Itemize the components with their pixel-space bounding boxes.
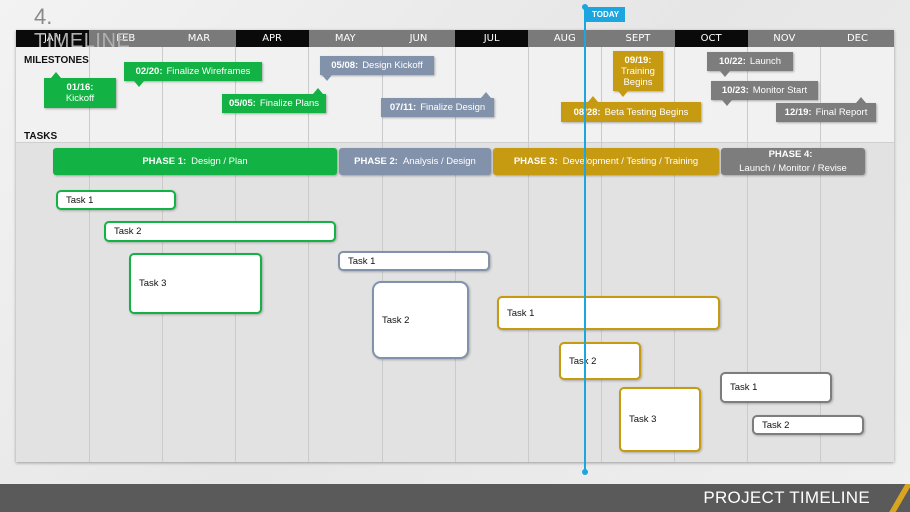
milestone-text: Final Report	[815, 107, 868, 118]
footer-title: PROJECT TIMELINE	[703, 488, 870, 507]
tasks-label: TASKS	[24, 131, 58, 142]
milestone-monitor-start: 10/23: Monitor Start	[711, 81, 818, 100]
footer-accent-stripe	[888, 484, 910, 512]
phase-2-bar: PHASE 2: Analysis / Design	[339, 148, 491, 175]
milestone-date: 12/19:	[784, 107, 812, 118]
milestone-pointer	[722, 100, 732, 106]
milestone-text: Monitor Start	[752, 85, 808, 96]
phase-label: PHASE 1:	[142, 156, 187, 167]
milestone-pointer	[322, 75, 332, 81]
month-jul: JUL	[455, 30, 529, 47]
milestone-text: Training Begins	[621, 65, 655, 88]
grid-line	[528, 47, 529, 462]
phase-4-task-1[interactable]: Task 1	[720, 372, 832, 403]
milestone-date: 07/11:	[389, 102, 417, 113]
milestone-text: Launch	[749, 56, 782, 67]
phase-3-task-2[interactable]: Task 2	[559, 342, 641, 380]
month-sept: SEPT	[601, 30, 675, 47]
month-nov: NOV	[747, 30, 821, 47]
milestone-text: Beta Testing Begins	[604, 106, 689, 118]
today-bottom-dot	[582, 469, 588, 475]
milestone-date: 10/22:	[718, 56, 746, 67]
month-oct: OCT	[674, 30, 748, 47]
phase-2-task-2[interactable]: Task 2	[372, 281, 469, 359]
milestone-text: Design Kickoff	[362, 60, 423, 71]
phase-3-task-3[interactable]: Task 3	[619, 387, 701, 452]
phase-4-task-2[interactable]: Task 2	[752, 415, 864, 435]
phase-label: PHASE 4:	[768, 149, 813, 161]
grid-line	[747, 47, 748, 462]
milestone-text: Finalize Design	[420, 102, 486, 113]
milestone-date: 05/05:	[228, 98, 256, 109]
month-aug: AUG	[528, 30, 602, 47]
milestone-pointer	[313, 88, 323, 94]
phase-3-task-1[interactable]: Task 1	[497, 296, 720, 330]
month-feb: FEB	[89, 30, 163, 47]
milestone-text: Finalize Wireframes	[166, 66, 251, 77]
phase-2-task-1[interactable]: Task 1	[338, 251, 490, 271]
slide-title: TIMELINE	[34, 30, 131, 52]
today-line	[584, 8, 586, 472]
milestone-beta-testing: 08/28: Beta Testing Begins	[561, 102, 701, 122]
footer-bar: PROJECT TIMELINE	[0, 484, 910, 512]
month-may: MAY	[308, 30, 382, 47]
phase-text: Launch / Monitor / Revise	[739, 162, 847, 174]
phase-text: Analysis / Design	[402, 156, 476, 167]
milestone-date: 09/19:	[624, 54, 652, 66]
timeline-board: JAN FEB MAR APR MAY JUN JUL AUG SEPT OCT…	[16, 30, 895, 462]
milestone-date: 02/20:	[135, 66, 163, 77]
milestone-pointer	[481, 92, 491, 98]
milestone-pointer	[51, 72, 61, 78]
milestone-finalize-plans: 05/05: Finalize Plans	[222, 94, 326, 113]
phase-1-task-1[interactable]: Task 1	[56, 190, 176, 210]
today-top-dot	[582, 4, 588, 10]
milestone-final-report: 12/19: Final Report	[776, 103, 876, 122]
phase-3-bar: PHASE 3: Development / Testing / Trainin…	[493, 148, 719, 175]
milestone-text: Kickoff	[65, 93, 95, 104]
milestones-label: MILESTONES	[24, 55, 89, 66]
grid-line	[89, 47, 90, 462]
phase-label: PHASE 3:	[513, 156, 558, 167]
grid-line	[308, 47, 309, 462]
milestone-date: 08/28:	[573, 106, 601, 118]
phase-4-bar: PHASE 4: Launch / Monitor / Revise	[721, 148, 865, 175]
milestone-date: 01/16:	[66, 82, 94, 93]
phase-label: PHASE 2:	[354, 156, 398, 167]
milestone-date: 05/08:	[331, 60, 359, 71]
milestone-finalize-wireframes: 02/20: Finalize Wireframes	[124, 62, 262, 81]
milestone-finalize-design: 07/11: Finalize Design	[381, 98, 494, 117]
month-jun: JUN	[381, 30, 456, 47]
milestone-pointer	[856, 97, 866, 103]
milestone-design-kickoff: 05/08: Design Kickoff	[320, 56, 434, 75]
milestone-pointer	[134, 81, 144, 87]
month-header: JAN FEB MAR APR MAY JUN JUL AUG SEPT OCT…	[16, 30, 895, 47]
phase-1-task-2[interactable]: Task 2	[104, 221, 336, 242]
phase-1-task-3[interactable]: Task 3	[129, 253, 262, 314]
milestone-training: 09/19: Training Begins	[613, 51, 663, 91]
phase-1-bar: PHASE 1: Design / Plan	[53, 148, 337, 175]
milestone-pointer	[720, 71, 730, 77]
today-flag: TODAY	[586, 7, 626, 22]
slide-number: 4.	[34, 4, 53, 29]
month-mar: MAR	[162, 30, 236, 47]
phase-text: Design / Plan	[191, 156, 248, 167]
grid-line	[601, 47, 602, 462]
milestone-pointer	[618, 91, 628, 97]
milestone-date: 10/23:	[721, 85, 749, 96]
month-jan: JAN	[16, 30, 90, 47]
milestone-text: Finalize Plans	[259, 98, 320, 109]
phase-text: Development / Testing / Training	[562, 156, 699, 167]
grid-line	[674, 47, 675, 462]
milestone-pointer	[588, 96, 598, 102]
milestone-launch: 10/22: Launch	[707, 52, 793, 71]
month-apr: APR	[235, 30, 309, 47]
month-dec: DEC	[820, 30, 895, 47]
grid-line	[820, 47, 821, 462]
milestone-kickoff: 01/16: Kickoff	[44, 78, 116, 108]
